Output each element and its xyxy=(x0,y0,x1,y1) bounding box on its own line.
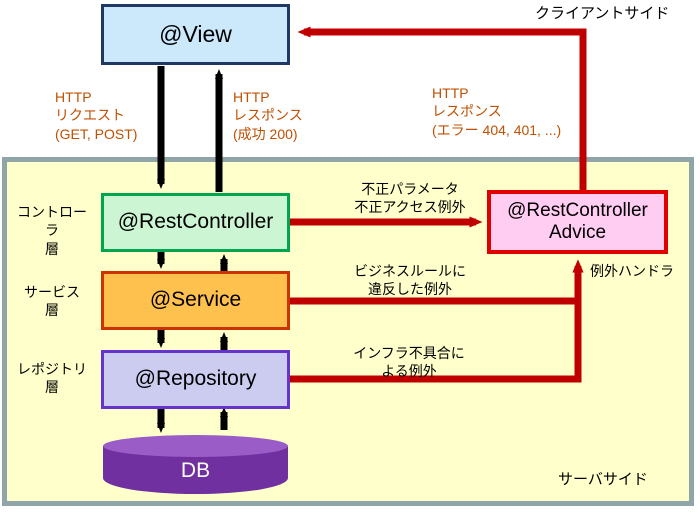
flow-label-http-error-response: HTTP レスポンス (エラー 404, 401, ...) xyxy=(432,85,562,138)
node-view[interactable]: @View xyxy=(101,4,290,65)
database-cylinder-top xyxy=(103,435,288,457)
node-view-label: @View xyxy=(159,21,232,48)
node-repository-label: @Repository xyxy=(134,367,257,391)
layer-label-service: サービス 層 xyxy=(24,284,80,319)
layer-label-repository: レポジトリ 層 xyxy=(17,361,87,396)
flow-label-http-request: HTTP リクエスト (GET, POST) xyxy=(55,89,138,142)
client-side-caption: クライアントサイド xyxy=(535,5,670,22)
node-advice-label-line1: @RestController xyxy=(507,200,648,222)
server-side-caption: サーバサイド xyxy=(558,471,648,488)
node-service[interactable]: @Service xyxy=(101,271,290,330)
node-advice-label: @RestController Advice xyxy=(507,200,648,244)
node-service-label: @Service xyxy=(149,288,242,312)
node-database[interactable]: DB xyxy=(103,435,288,501)
node-rest-controller-advice[interactable]: @RestController Advice xyxy=(487,190,668,254)
flow-label-service-exception: ビジネスルールに 違反した例外 xyxy=(354,263,466,298)
flow-label-repository-exception: インフラ不具合に よる例外 xyxy=(353,345,465,380)
flow-label-http-response: HTTP レスポンス (成功 200) xyxy=(233,89,303,142)
flow-label-exception-handler: 例外ハンドラ xyxy=(590,263,674,279)
node-rest-controller[interactable]: @RestController xyxy=(101,193,290,252)
flow-label-controller-exception: 不正パラメータ 不正アクセス例外 xyxy=(354,181,466,216)
node-repository[interactable]: @Repository xyxy=(101,350,290,409)
layer-label-controller: コントローラ 層 xyxy=(17,204,87,257)
node-rest-controller-label: @RestController xyxy=(117,210,274,234)
node-advice-label-line2: Advice xyxy=(548,222,607,243)
node-database-label: DB xyxy=(180,459,211,482)
